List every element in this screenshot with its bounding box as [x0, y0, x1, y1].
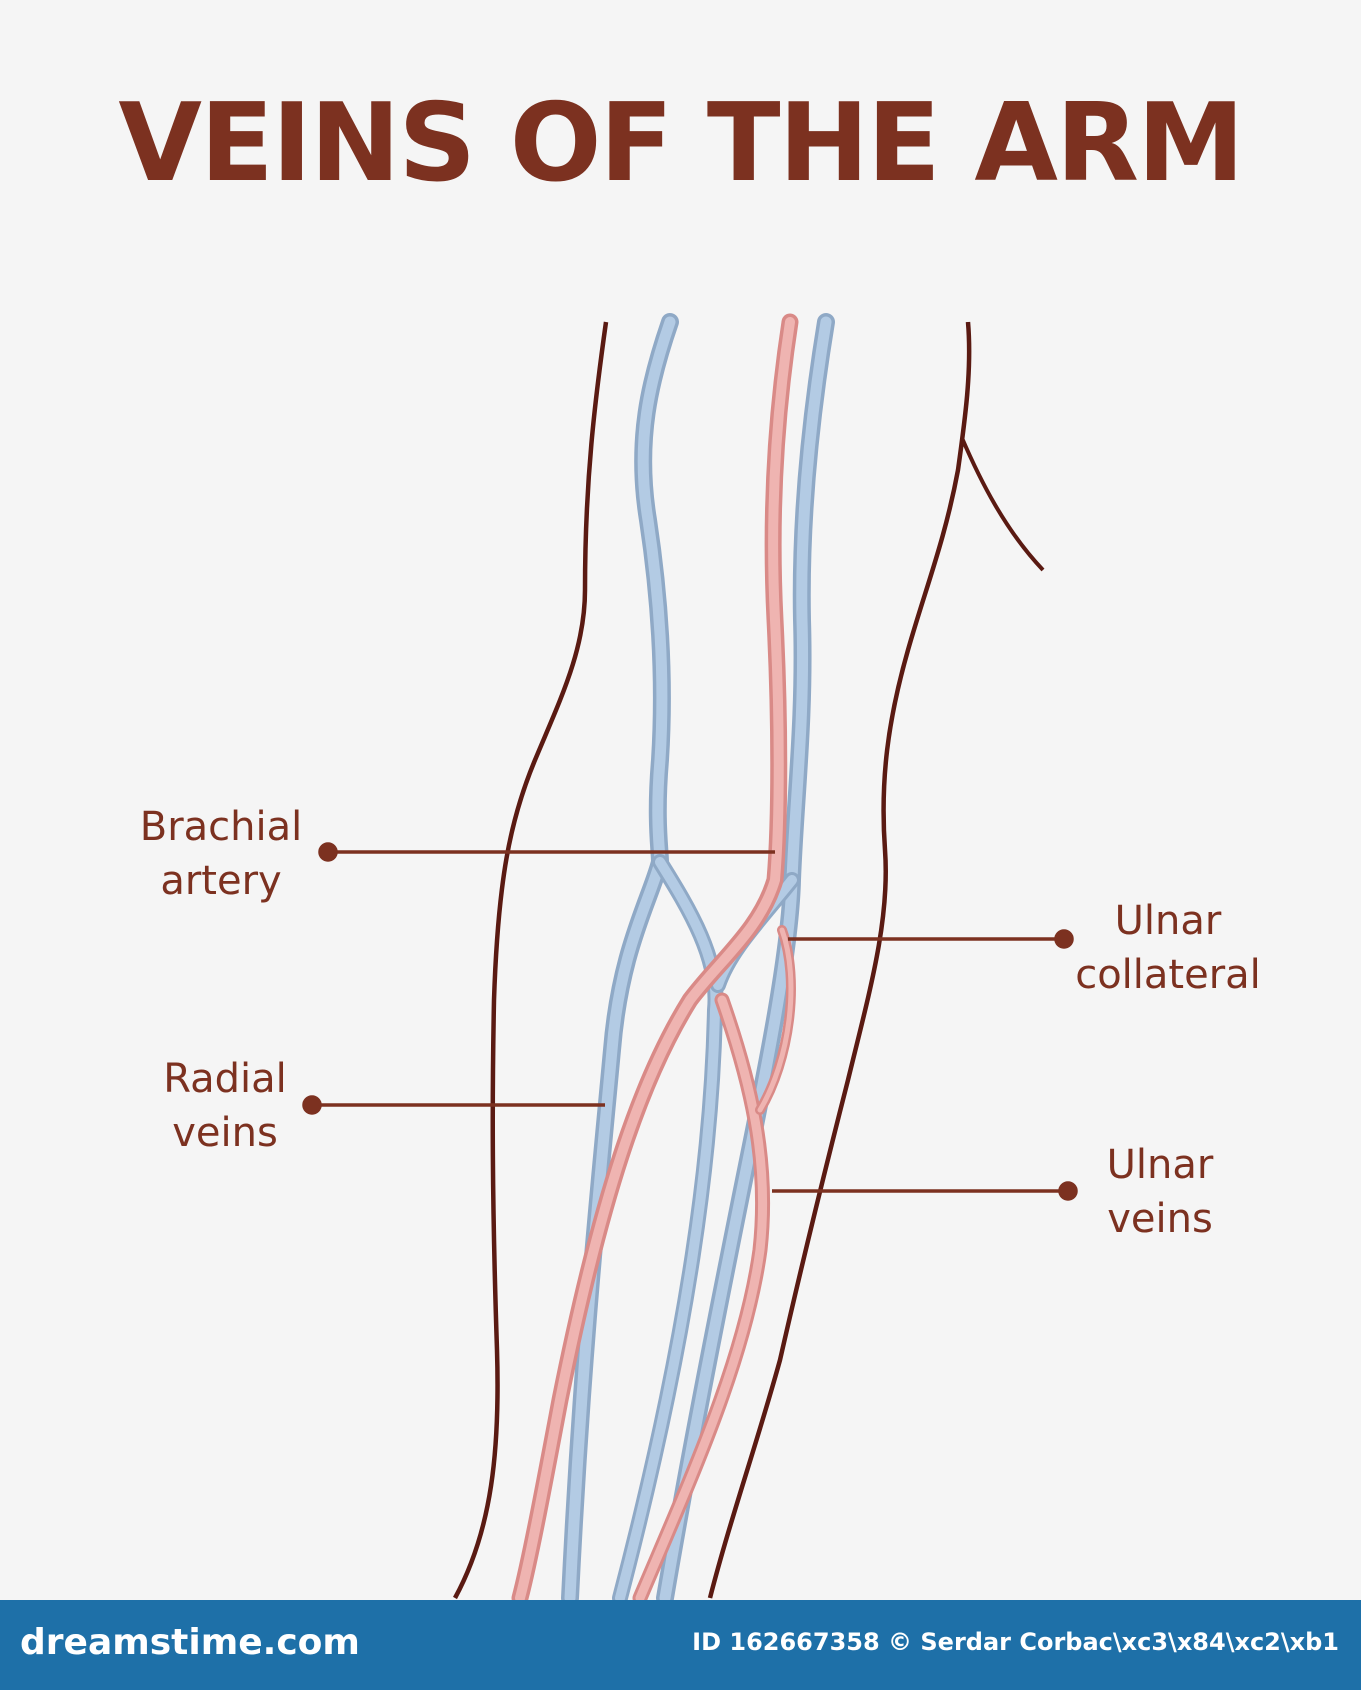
label-brachial-artery: Brachial artery — [139, 804, 303, 904]
radial-veins-dot — [302, 1095, 322, 1115]
image-credit: ID 162667358 © Serdar Corbac\xc3\x84\xc2… — [692, 1628, 1339, 1656]
arm-illustration — [302, 313, 1078, 1600]
ulnar-veins-dot — [1058, 1181, 1078, 1201]
ulnar-collateral-dot — [1054, 929, 1074, 949]
diagram-title: VEINS OF THE ARM — [118, 81, 1244, 206]
label-ulnar-veins: Ulnar veins — [1106, 1142, 1214, 1242]
footer-bar: dreamstime.com ID 162667358 © Serdar Cor… — [0, 1600, 1361, 1690]
arm-outline-left — [453, 321, 609, 1600]
brand-logo[interactable]: dreamstime.com — [20, 1622, 360, 1663]
arm-outline-right — [707, 321, 972, 1599]
arm-fold-line — [960, 437, 1045, 572]
brachial-artery-dot — [318, 842, 338, 862]
label-radial-veins: Radial veins — [163, 1056, 287, 1156]
label-ulnar-collateral: Ulnar collateral — [1075, 898, 1261, 998]
